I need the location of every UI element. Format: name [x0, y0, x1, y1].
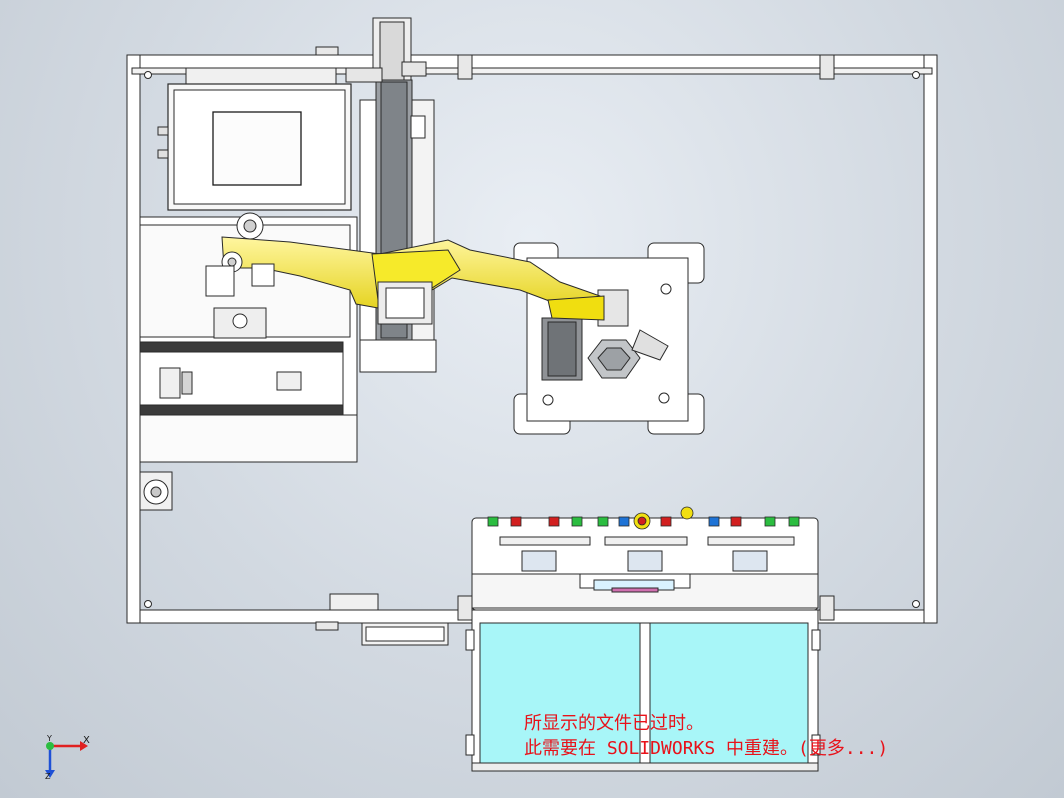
- rebuild-notice-line1: 所显示的文件已过时。: [524, 713, 704, 734]
- safety-guard[interactable]: [465, 609, 821, 772]
- control-console[interactable]: [471, 517, 819, 611]
- left-workstation[interactable]: [139, 212, 358, 511]
- console-buttons[interactable]: [487, 506, 800, 530]
- lower-slide-unit[interactable]: [329, 593, 449, 646]
- rebuild-notice-line2[interactable]: 此需要在 SOLIDWORKS 中重建。(更多...): [524, 738, 889, 759]
- z-axis-label: Z: [45, 772, 51, 781]
- robot-arm[interactable]: [205, 236, 605, 325]
- y-axis-label: Y: [47, 734, 52, 743]
- frame-brackets: [315, 46, 835, 631]
- hmi-panel[interactable]: [157, 67, 352, 211]
- coordinate-triad: [45, 741, 88, 778]
- x-axis-label: X: [83, 735, 90, 746]
